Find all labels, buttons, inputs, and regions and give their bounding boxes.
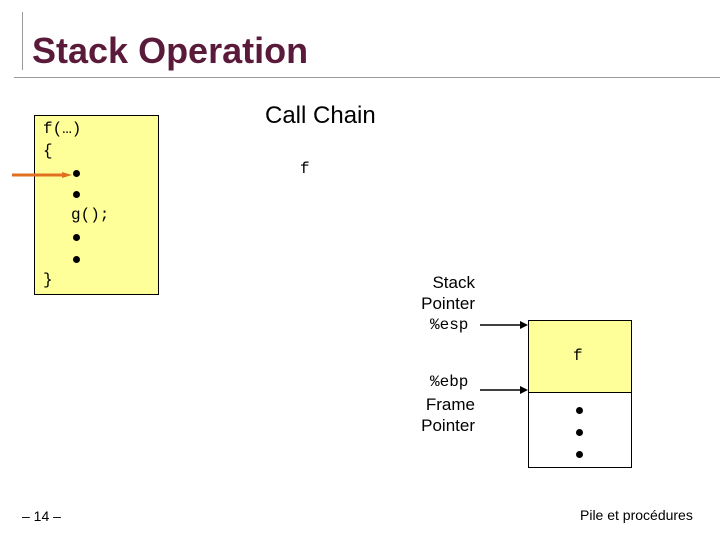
course-footer: Pile et procédures bbox=[580, 507, 693, 523]
code-box: f(…) { g(); } bbox=[34, 115, 159, 295]
title-bar: Stack Operation bbox=[0, 0, 720, 80]
stack-dot-3 bbox=[576, 451, 583, 458]
code-dot-1 bbox=[73, 170, 80, 177]
code-line-open-brace: { bbox=[43, 142, 53, 160]
ebp-register: %ebp bbox=[430, 373, 469, 391]
code-dot-3 bbox=[73, 234, 80, 241]
ebp-arrow bbox=[480, 386, 528, 394]
code-line-close-brace: } bbox=[43, 271, 53, 289]
stack-frame-f: f bbox=[529, 321, 631, 393]
frame-pointer-label-1: Frame bbox=[425, 395, 475, 414]
stack-diagram: f bbox=[528, 320, 632, 468]
esp-arrow bbox=[480, 321, 528, 329]
title-rule-horizontal bbox=[14, 77, 720, 78]
title-rule-vertical bbox=[22, 12, 23, 70]
call-chain-entry: f bbox=[300, 160, 310, 178]
call-chain-heading: Call Chain bbox=[265, 102, 376, 129]
stack-pointer-label-2: Pointer bbox=[421, 294, 475, 313]
slide-title: Stack Operation bbox=[32, 30, 309, 71]
frame-pointer-label-2: Pointer bbox=[421, 416, 475, 435]
code-line-signature: f(…) bbox=[43, 120, 82, 138]
code-dot-2 bbox=[73, 191, 80, 198]
program-counter-arrow bbox=[12, 172, 72, 178]
code-dot-4 bbox=[73, 256, 80, 263]
stack-dot-1 bbox=[576, 407, 583, 414]
esp-register: %esp bbox=[430, 316, 469, 334]
page-number: – 14 – bbox=[22, 508, 61, 524]
code-line-call: g(); bbox=[71, 206, 110, 224]
stack-pointer-label-1: Stack bbox=[432, 273, 475, 292]
stack-dot-2 bbox=[576, 429, 583, 436]
stack-frame-f-label: f bbox=[573, 347, 583, 365]
